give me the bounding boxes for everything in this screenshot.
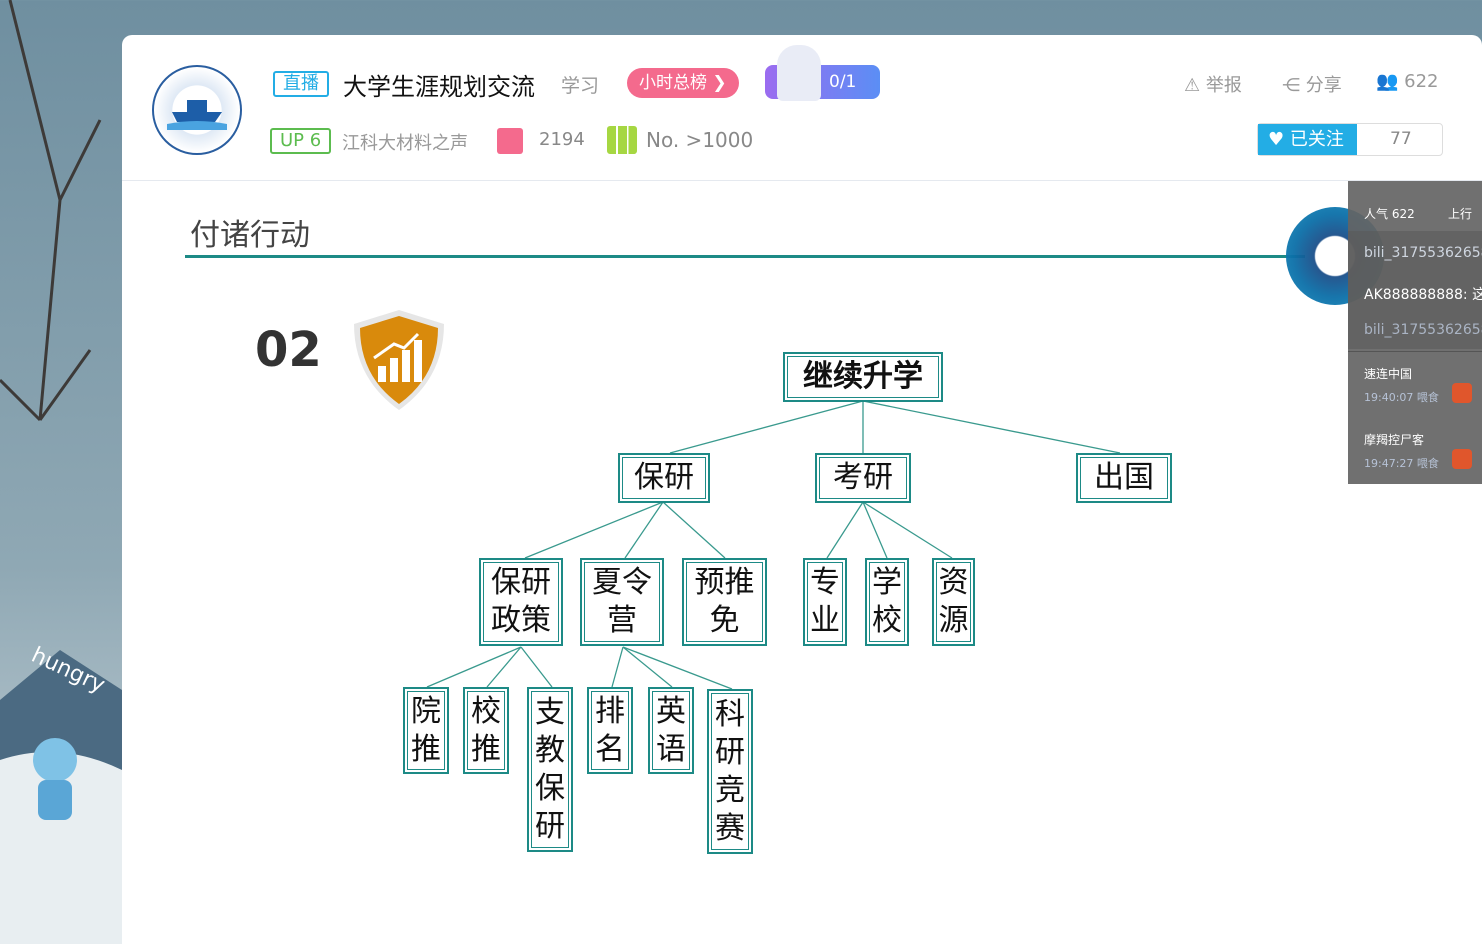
presentation-slide: 付诸行动 02 继续升学 保研 考研 出国 保研政策 夏令营 预推免 专业 学校… — [122, 182, 1482, 944]
chat-message: bili_31755362658 — [1364, 245, 1482, 261]
gift-time: 19:40:07 喂食 — [1364, 391, 1439, 404]
gift-user: 摩羯控尸客 — [1364, 433, 1425, 447]
tree-node: 保研 — [618, 453, 710, 503]
section-number: 02 — [255, 322, 322, 378]
gift-fries-icon — [1452, 449, 1472, 469]
tree-node: 夏令营 — [580, 558, 664, 646]
gift-count: 2194 — [539, 129, 585, 150]
scroll-up-button[interactable]: 上行 — [1448, 207, 1473, 221]
tree-node: 资源 — [932, 558, 975, 646]
ship-logo-icon — [167, 100, 227, 130]
popularity: 人气 622 — [1364, 207, 1415, 221]
title-divider — [185, 255, 1305, 258]
rank-number: No. >1000 — [646, 128, 754, 152]
follow-label: 已关注 — [1289, 129, 1344, 150]
room-category[interactable]: 学习 — [561, 75, 600, 97]
tree-node: 考研 — [815, 453, 911, 503]
rank-label: 小时总榜 — [639, 73, 707, 93]
viewer-count: 👥 622 — [1376, 71, 1439, 92]
follow-button[interactable]: ♥ 已关注 — [1258, 124, 1357, 155]
tree-node: 英语 — [648, 687, 694, 774]
danmaku-overlay: 人气 622 上行 bili_31755362658 AK888888888: … — [1348, 181, 1482, 484]
growth-shield-icon — [354, 310, 444, 410]
rank-bars-icon — [607, 126, 637, 154]
gift-fries-icon — [1452, 383, 1472, 403]
share-label: 分享 — [1305, 75, 1342, 96]
chat-message: bili_31755362658 — [1364, 322, 1482, 338]
warning-icon: ⚠ — [1184, 75, 1201, 96]
heart-icon: ♥ — [1268, 129, 1285, 150]
live-room-panel: 直播 大学生涯规划交流 学习 小时总榜 ❯ 0/1 UP 6 江科大材料之声 2… — [122, 35, 1482, 944]
share-button[interactable]: ⋲ 分享 — [1282, 71, 1342, 97]
tree-node: 保研政策 — [479, 558, 563, 646]
follow-widget: ♥ 已关注 77 — [1257, 123, 1443, 156]
chat-message: AK888888888: 这个 — [1364, 287, 1482, 303]
room-title: 大学生涯规划交流 — [343, 73, 535, 101]
tree-node: 院推 — [403, 687, 449, 774]
up-level-badge: UP 6 — [270, 128, 332, 154]
hourly-rank-button[interactable]: 小时总榜 ❯ — [627, 68, 739, 98]
tree-node: 专业 — [803, 558, 847, 646]
tree-node: 科研竞赛 — [707, 689, 753, 854]
tree-node: 预推免 — [682, 558, 767, 646]
mascot-icon — [777, 45, 821, 101]
share-icon: ⋲ — [1282, 75, 1300, 96]
gift-user: 速连中国 — [1364, 367, 1413, 381]
live-tag: 直播 — [273, 71, 329, 97]
viewer-number: 622 — [1404, 71, 1439, 92]
follower-count: 77 — [1390, 129, 1412, 149]
section-title: 付诸行动 — [190, 218, 310, 253]
tree-connectors — [426, 400, 1121, 690]
gift-time: 19:47:27 喂食 — [1364, 457, 1439, 470]
tree-node: 排名 — [587, 687, 633, 774]
event-progress: 0/1 — [829, 72, 857, 92]
report-button[interactable]: ⚠ 举报 — [1184, 71, 1242, 97]
report-label: 举报 — [1205, 75, 1242, 96]
tree-node: 学校 — [865, 558, 909, 646]
gift-icon — [497, 128, 523, 154]
tree-root: 继续升学 — [783, 352, 943, 402]
tree-node: 校推 — [463, 687, 509, 774]
streamer-avatar[interactable] — [152, 65, 242, 155]
room-header: 直播 大学生涯规划交流 学习 小时总榜 ❯ 0/1 UP 6 江科大材料之声 2… — [122, 35, 1482, 181]
streamer-name[interactable]: 江科大材料之声 — [342, 133, 468, 154]
background-scene: hungry — [0, 0, 122, 944]
tree-node: 支教保研 — [527, 687, 573, 852]
users-icon: 👥 — [1376, 71, 1399, 92]
tree-node: 出国 — [1076, 453, 1172, 503]
